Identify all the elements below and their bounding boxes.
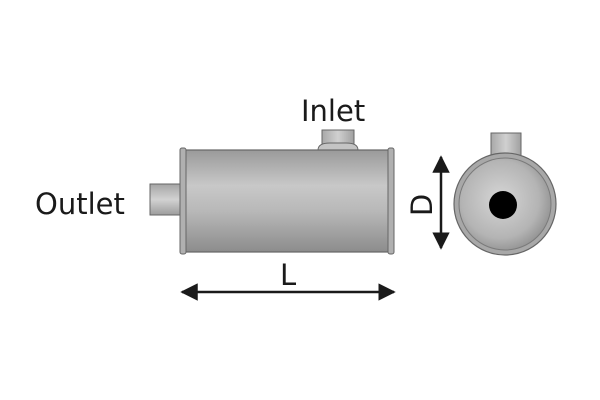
outlet-label: Outlet: [35, 187, 125, 221]
length-label: L: [280, 258, 296, 292]
outlet-pipe: [149, 183, 185, 216]
end-view-outlet-hole: [489, 191, 517, 219]
inlet-pipe: [317, 129, 359, 151]
diameter-label: D: [405, 194, 439, 216]
end-view: [453, 132, 557, 256]
muffler-body: [179, 147, 395, 255]
inlet-label: Inlet: [301, 94, 365, 128]
